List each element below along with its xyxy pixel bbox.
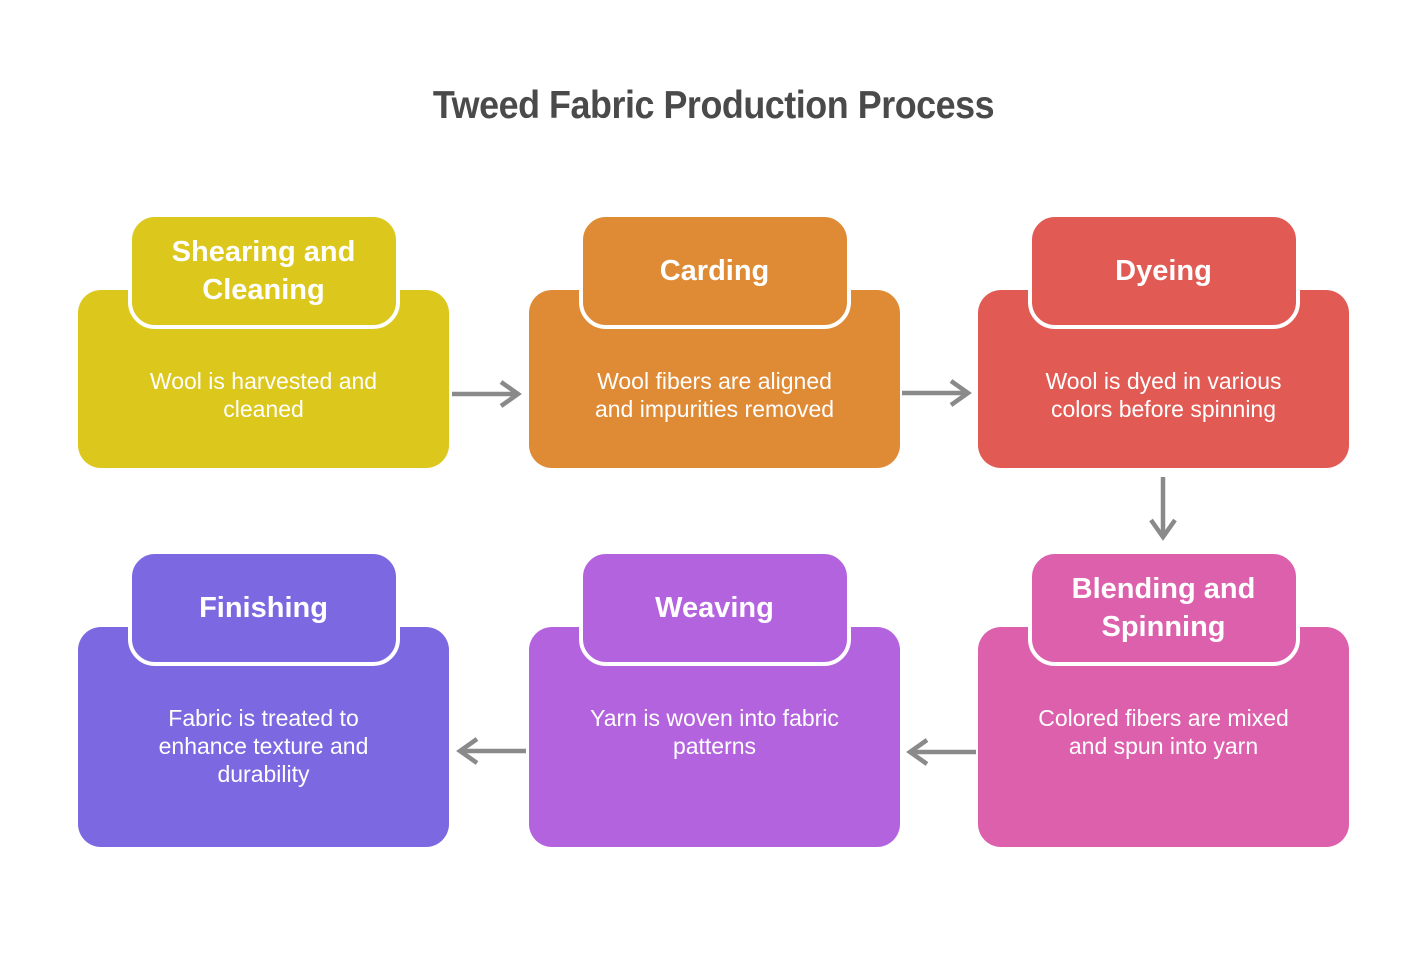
step-title: Shearing and Cleaning — [171, 236, 356, 306]
step-title: Blending and Spinning — [1071, 573, 1256, 643]
step-description: Fabric is treated to enhance texture and… — [158, 705, 369, 787]
step-header: Blending and Spinning — [1027, 550, 1300, 666]
arrow-right-icon — [902, 379, 972, 407]
step-body: Fabric is treated to enhance texture and… — [78, 627, 449, 847]
step-title: Weaving — [655, 592, 774, 624]
arrow-right-icon — [452, 380, 522, 408]
step-description: Wool fibers are aligned and impurities r… — [594, 368, 835, 422]
step-description: Wool is dyed in various colors before sp… — [1045, 368, 1282, 422]
step-header: Weaving — [578, 550, 851, 666]
step-header: Dyeing — [1027, 213, 1300, 329]
arrow-down-icon — [1149, 477, 1177, 541]
step-description: Yarn is woven into fabric patterns — [590, 705, 839, 759]
step-header: Shearing and Cleaning — [127, 213, 400, 329]
step-description: Colored fibers are mixed and spun into y… — [1038, 705, 1289, 759]
step-description: Wool is harvested and cleaned — [149, 368, 378, 422]
arrow-left-icon — [906, 738, 976, 766]
step-title: Carding — [659, 255, 770, 287]
step-header: Finishing — [127, 550, 400, 666]
step-title: Dyeing — [1115, 255, 1212, 287]
arrow-left-icon — [456, 737, 526, 765]
step-title: Finishing — [199, 592, 328, 624]
step-header: Carding — [578, 213, 851, 329]
page-title: Tweed Fabric Production Process — [432, 84, 995, 127]
